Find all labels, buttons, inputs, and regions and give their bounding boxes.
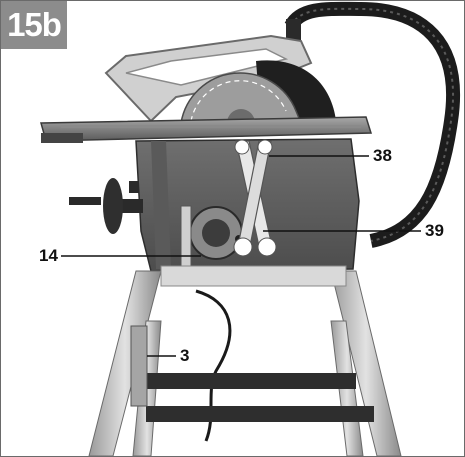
saw-table bbox=[40, 116, 373, 143]
figure-badge: 15b bbox=[1, 1, 67, 49]
wrench-set bbox=[233, 139, 277, 257]
stand bbox=[88, 265, 402, 456]
callout-39: 39 bbox=[425, 221, 444, 240]
callout-14: 14 bbox=[39, 246, 58, 265]
handwheel bbox=[69, 178, 143, 234]
dust-hose bbox=[284, 1, 460, 248]
callout-38: 38 bbox=[373, 146, 392, 165]
callout-3: 3 bbox=[180, 346, 190, 365]
callout-leaders bbox=[61, 155, 421, 357]
